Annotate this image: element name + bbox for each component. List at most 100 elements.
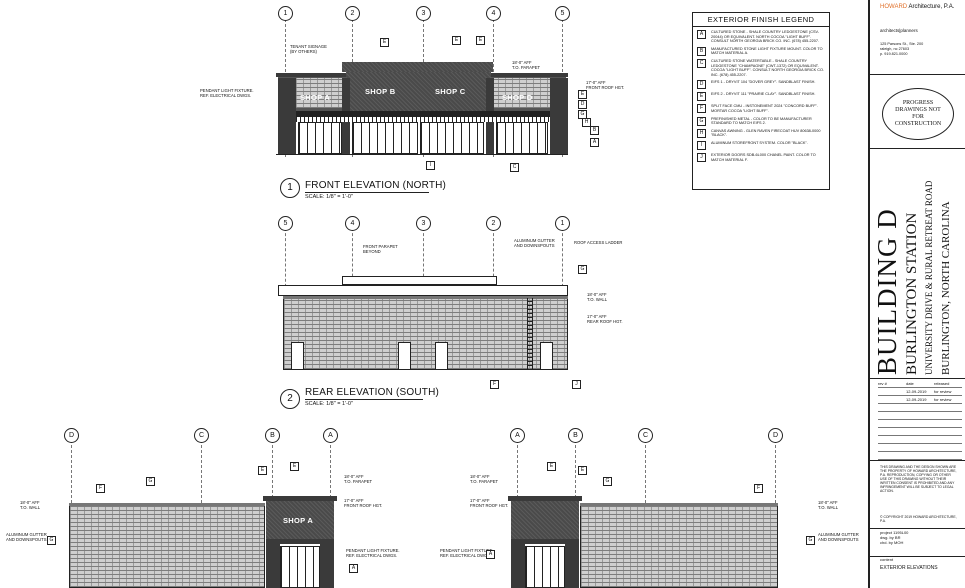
- shop-sign: SHOP D: [502, 93, 533, 102]
- view-title: FRONT ELEVATION (NORTH): [305, 180, 447, 191]
- legend-key: A: [697, 30, 706, 39]
- material-tag: E: [290, 462, 299, 471]
- storefront: [280, 546, 320, 588]
- legend-description: CULTURED STONE WATERTABLE - SHALE COUNTR…: [711, 58, 824, 77]
- material-tag: E: [258, 466, 267, 475]
- legend-description: MANUFACTURED STONE LIGHT FIXTURE MOUNT. …: [711, 46, 823, 56]
- storefront: [496, 122, 548, 154]
- shop-sign: SHOP B: [365, 87, 396, 96]
- material-tag: E: [476, 36, 485, 45]
- grid-bubble: 1: [278, 6, 293, 21]
- legend-key: G: [697, 116, 706, 126]
- material-tag: B: [590, 126, 599, 135]
- revision-row: 12-09-2019 for review: [878, 396, 962, 404]
- project-street: UNIVERSITY DRIVE & RURAL RETREAT ROAD: [924, 180, 934, 375]
- parapet-wall: [278, 285, 568, 296]
- note-gutter: ALUMINUM GUTTER AND DOWNSPOUTS: [6, 532, 47, 542]
- storefront: [298, 122, 342, 154]
- note-tenant-signage: TENANT SIGNAGE (BY OTHERS): [290, 44, 327, 54]
- pier: [266, 544, 280, 588]
- legend-description: SPLIT FACE CMU - INSTONEMENT 2024 "CONCO…: [711, 104, 818, 113]
- grid-bubble: C: [194, 428, 209, 443]
- project-city: BURLINGTON, NORTH CAROLINA: [940, 201, 952, 375]
- firm-tagline: architects|planners: [880, 28, 918, 33]
- firm-address: 125 Parsons St., Ste. 200 raleigh, nc 27…: [880, 42, 924, 56]
- firm-name: HOWARD Architecture, P.A.: [880, 4, 955, 10]
- rear-door: [291, 342, 304, 370]
- stone-tower: [266, 501, 334, 539]
- grid-bubble: D: [64, 428, 79, 443]
- material-tag: G: [603, 477, 612, 486]
- project-meta: project 1195L00 dwg. by BR chd. by MOH: [880, 530, 909, 545]
- copyright-note: THIS DRAWING AND THE DESIGN SHOWN ARE TH…: [880, 465, 957, 493]
- revision-row: 12-09-2019 for review: [878, 388, 962, 396]
- stone-panel: [346, 72, 491, 112]
- rear-wall: [283, 298, 568, 370]
- project-name: BURLINGTON STATION: [904, 212, 920, 375]
- grid-bubble: 2: [486, 216, 501, 231]
- rear-door: [540, 342, 553, 370]
- brick-panel: [296, 78, 346, 108]
- material-tag: A: [590, 138, 599, 147]
- side-wall: [69, 505, 265, 588]
- roof-access-ladder: [527, 298, 533, 370]
- storefront: [420, 122, 484, 154]
- legend-description: EIFS 2 - DRYVIT 111 "PRAIRIE CLAY". SAND…: [711, 92, 816, 97]
- grid-bubble: 3: [416, 216, 431, 231]
- shop-sign: SHOP A: [300, 93, 331, 102]
- awning-fringe: [296, 117, 550, 122]
- storefront: [525, 546, 565, 588]
- material-tag: D: [578, 100, 587, 109]
- storefront: [352, 122, 418, 154]
- note-gutter: ALUMINUM GUTTER AND DOWNSPOUTS: [514, 238, 555, 248]
- revision-table: rev # date released 12-09-2019 for revie…: [878, 380, 962, 460]
- parapet-beyond: [342, 276, 497, 285]
- view-scale: SCALE: 1/8" = 1'-0": [305, 401, 353, 407]
- note-pendant: PENDANT LIGHT FIXTURE. REF. ELECTRICAL D…: [200, 88, 254, 98]
- legend-description: EIFS 1 - DRYVIT 104 "DOVER GREY". SANDBL…: [711, 80, 816, 85]
- sheet-title: EXTERIOR ELEVATIONS: [880, 565, 938, 571]
- coping: [69, 503, 265, 506]
- material-tag: C: [510, 163, 519, 172]
- grid-bubble: 3: [416, 6, 431, 21]
- material-tag: A: [349, 564, 358, 573]
- parapet-cap: [342, 62, 493, 72]
- view-number: 2: [280, 389, 300, 409]
- grid-bubble: 2: [345, 6, 360, 21]
- legend-key: D: [697, 80, 706, 90]
- material-tag: H: [582, 118, 591, 127]
- building-name: BUILDING D: [872, 208, 902, 375]
- legend-item: E EIFS 2 - DRYVIT 111 "PRAIRIE CLAY". SAN…: [697, 92, 825, 102]
- grid-bubble: B: [265, 428, 280, 443]
- note-ladder: ROOF ACCESS LADDER: [574, 240, 623, 245]
- pier: [278, 78, 296, 154]
- grid-bubble: 1: [555, 216, 570, 231]
- material-tag: E: [578, 466, 587, 475]
- coping: [580, 503, 778, 506]
- note-pendant: PENDANT LIGHT FIXTURE. REF. ELECTRICAL D…: [440, 548, 494, 558]
- legend-description: EXTERIOR DOORS SDB-6L000 CHANEL PAINT. C…: [711, 152, 816, 162]
- awning: [266, 539, 334, 544]
- grid-bubble: 5: [555, 6, 570, 21]
- material-tag: E: [578, 90, 587, 99]
- grade-line: [276, 154, 568, 155]
- awning: [296, 111, 550, 117]
- grid-bubble: 5: [278, 216, 293, 231]
- legend-key: E: [697, 92, 706, 102]
- awning: [511, 539, 579, 544]
- grid-bubble: B: [568, 428, 583, 443]
- grid-bubble: D: [768, 428, 783, 443]
- legend-key: I: [697, 140, 706, 150]
- side-wall: [580, 505, 778, 588]
- note-pendant: PENDANT LIGHT FIXTURE. REF. ELECTRICAL D…: [346, 548, 400, 558]
- pier: [565, 544, 579, 588]
